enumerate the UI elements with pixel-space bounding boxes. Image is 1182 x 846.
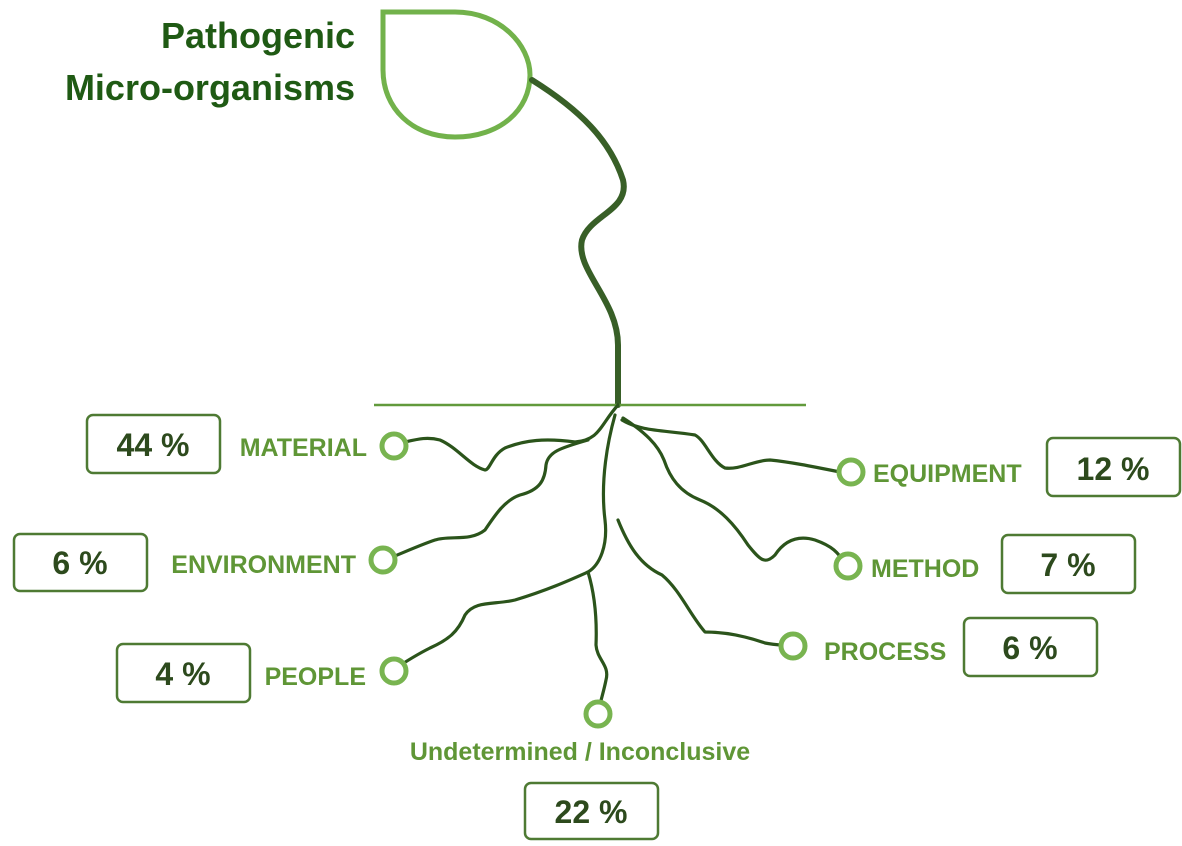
node-undetermined [583, 699, 613, 729]
label-undetermined: Undetermined / Inconclusive [410, 738, 750, 766]
value-undetermined: 22 % [555, 794, 628, 830]
value-method: 7 % [1040, 547, 1095, 583]
root-undetermined [586, 570, 609, 714]
value-process: 6 % [1002, 630, 1057, 666]
label-process: PROCESS [824, 638, 946, 666]
label-people: PEOPLE [265, 663, 366, 691]
value-box-people: 4 % [115, 642, 252, 704]
node-process [778, 631, 808, 661]
value-equipment: 12 % [1077, 451, 1150, 487]
title-line-2: Micro-organisms [65, 67, 355, 108]
value-box-undetermined: 22 % [523, 781, 660, 841]
label-method: METHOD [871, 555, 979, 583]
value-box-environment: 6 % [12, 532, 149, 593]
value-people: 4 % [155, 656, 210, 692]
node-material [379, 431, 409, 461]
root-equipment [620, 418, 842, 474]
value-box-equipment: 12 % [1045, 436, 1182, 498]
node-environment [368, 545, 398, 575]
title-line-1: Pathogenic [161, 15, 355, 56]
value-box-method: 7 % [1000, 533, 1137, 595]
root-people [391, 413, 617, 672]
label-material: MATERIAL [240, 434, 367, 462]
root-material [394, 403, 620, 472]
root-process [616, 518, 794, 648]
node-people [379, 656, 409, 686]
value-environment: 6 % [52, 545, 107, 581]
root-environment [383, 438, 590, 562]
value-box-material: 44 % [85, 413, 222, 475]
plant-stem [529, 77, 627, 408]
value-material: 44 % [117, 427, 190, 463]
node-method [833, 551, 863, 581]
leaf-icon [380, 9, 533, 140]
root-method [621, 416, 848, 567]
label-equipment: EQUIPMENT [873, 460, 1022, 488]
label-environment: ENVIRONMENT [171, 551, 356, 579]
node-equipment [836, 457, 866, 487]
value-box-process: 6 % [962, 616, 1099, 678]
